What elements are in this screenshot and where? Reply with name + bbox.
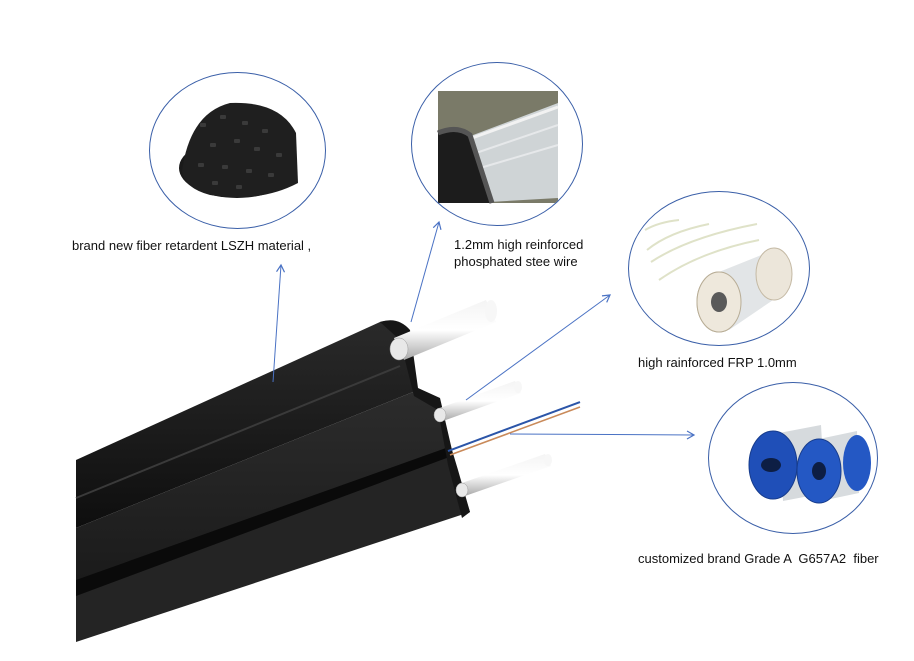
lszh-material-label: brand new fiber retardent LSZH material … [72,238,312,253]
steel-wire-label-line1: 1.2mm high reinforced [454,237,584,252]
optical-fiber-image [708,382,878,534]
steel-wire-label-line2: phosphated stee wire [454,254,578,269]
frp-rod-image [628,191,810,346]
lszh-material-image [149,72,326,229]
arrow-lszh [272,263,286,383]
arrow-fiber [509,430,696,440]
steel-wire-label: 1.2mm high reinforced phosphated stee wi… [454,236,583,270]
leader-arrows [272,220,696,440]
steel-wire-rod [389,300,497,361]
cable-body [75,320,470,642]
optical-fiber-label: customized brand Grade A G657A2 fiber [638,551,879,566]
frp-rod-label: high rainforced FRP 1.0mm [638,355,797,370]
arrow-frp [465,294,611,401]
optical-fiber-strands [447,401,581,456]
arrow-steel-wire [410,220,442,323]
frp-rod-bottom [455,454,552,498]
steel-wire-image [411,62,583,226]
frp-rod-top [433,381,522,423]
